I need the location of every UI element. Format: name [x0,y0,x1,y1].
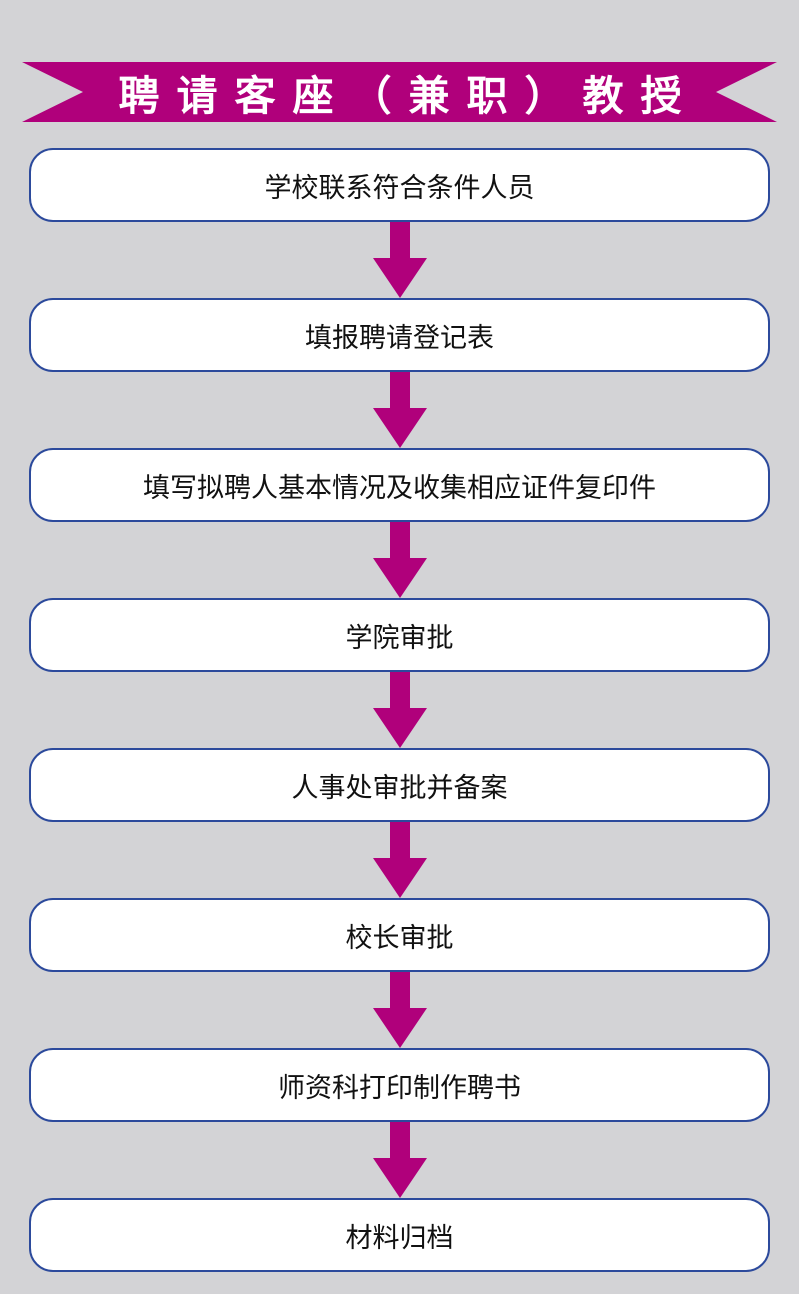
step-box: 学校联系符合条件人员 [29,148,770,222]
step-box: 校长审批 [29,898,770,972]
flow-arrow [373,1122,427,1198]
step-label: 校长审批 [345,922,454,954]
step-label: 学校联系符合条件人员 [264,172,535,204]
flow-arrow [373,672,427,748]
step-label: 师资科打印制作聘书 [278,1072,521,1104]
step-label: 学院审批 [345,622,454,654]
flow-arrow [373,222,427,298]
step-label: 材料归档 [345,1222,454,1254]
flow-arrow [373,972,427,1048]
title-banner [22,62,777,122]
flow-arrow [373,822,427,898]
step-label: 填写拟聘人基本情况及收集相应证件复印件 [143,472,656,504]
title-ribbon [22,62,777,122]
step-box: 学院审批 [29,598,770,672]
flow-arrow [373,372,427,448]
flow-arrow [373,522,427,598]
step-box: 人事处审批并备案 [29,748,770,822]
step-box: 填报聘请登记表 [29,298,770,372]
step-box: 填写拟聘人基本情况及收集相应证件复印件 [29,448,770,522]
step-box: 材料归档 [29,1198,770,1272]
page-title: 聘请客座（兼职）教授 [118,72,699,120]
step-label: 填报聘请登记表 [305,322,494,354]
step-box: 师资科打印制作聘书 [29,1048,770,1122]
step-label: 人事处审批并备案 [291,772,508,804]
